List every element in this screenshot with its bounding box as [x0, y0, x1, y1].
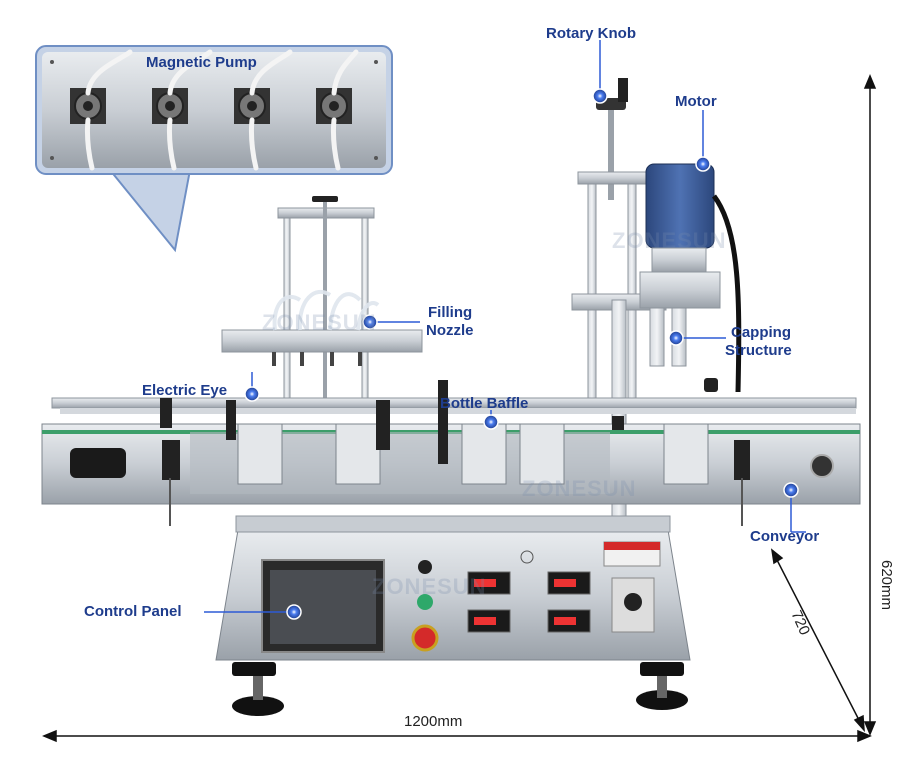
label-conveyor: Conveyor	[750, 528, 820, 545]
watermark: ZONESUN	[262, 310, 377, 335]
touch-screen	[270, 570, 376, 644]
label-motor: Motor	[675, 93, 717, 110]
label-filling-nozzle-2: Nozzle	[426, 322, 474, 339]
callout-markers	[244, 88, 799, 620]
watermark: ZONESUN	[612, 228, 727, 253]
filling-gantry	[221, 196, 423, 409]
capping-column	[571, 78, 742, 526]
label-capping-1: Capping	[731, 324, 791, 341]
dimension-width: 1200mm	[404, 713, 463, 730]
control-cabinet	[215, 515, 691, 716]
sensor-port-icon	[70, 448, 126, 478]
conveyor-switch-icon	[810, 454, 834, 478]
label-bottle-baffle: Bottle Baffle	[440, 395, 529, 412]
label-rotary-knob: Rotary Knob	[546, 25, 636, 42]
label-magnetic-pump: Magnetic Pump	[146, 54, 257, 71]
label-electric-eye: Electric Eye	[142, 382, 228, 399]
magnetic-pump-inset	[35, 45, 393, 253]
dimension-arrows	[42, 74, 877, 743]
watermark: ZONESUN	[522, 476, 637, 501]
watermark: ZONESUN	[372, 574, 487, 599]
callout-lines	[204, 40, 806, 613]
guide-rails	[51, 397, 857, 414]
label-capping-2: Structure	[725, 342, 792, 359]
dimension-height: 620mm	[878, 560, 895, 611]
conveyor-body	[41, 378, 861, 526]
label-control-panel: Control Panel	[84, 603, 182, 620]
label-filling-nozzle-1: Filling	[428, 304, 473, 321]
